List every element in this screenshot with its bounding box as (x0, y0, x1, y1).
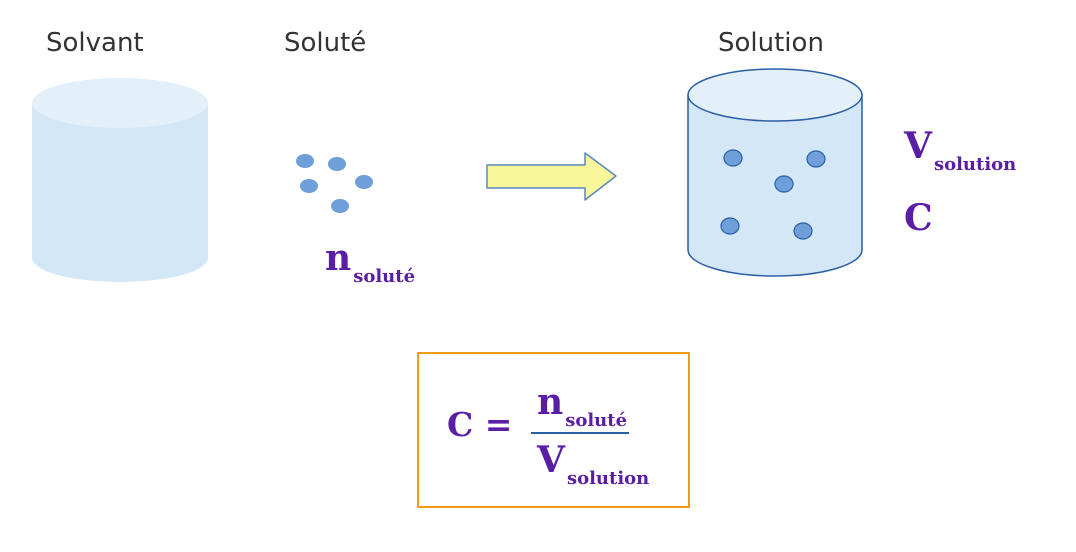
solute-particle (296, 154, 314, 168)
solution-particle (806, 150, 826, 168)
solvent-cylinder (32, 78, 208, 282)
formula-lhs: C = (447, 405, 513, 444)
n-symbol-sub: soluté (353, 266, 416, 287)
solution-label: Solution (718, 28, 824, 58)
solute-particle (328, 157, 346, 171)
solvent-label: Solvant (46, 28, 144, 58)
v-symbol-sub: solution (933, 154, 1017, 175)
c-symbol: C (904, 197, 933, 239)
solution-particle (774, 175, 794, 193)
formula-den-sub: solution (566, 468, 650, 489)
solution-cylinder (687, 68, 863, 277)
solute-particle (331, 199, 349, 213)
formula-num-main: n (537, 381, 564, 423)
v-symbol-main: V (904, 125, 932, 167)
solution-particle (723, 149, 743, 167)
solute-particles (296, 154, 373, 213)
fraction-bar (531, 432, 629, 434)
solute-particle (355, 175, 373, 189)
right-arrow-icon (486, 152, 617, 201)
solute-particle (300, 179, 318, 193)
n-symbol-main: n (325, 237, 352, 279)
formula-num-sub: soluté (565, 410, 628, 431)
solute-label: Soluté (284, 28, 367, 58)
solution-particle (720, 217, 740, 235)
formula-den-main: V (537, 439, 565, 481)
solution-particle (793, 222, 813, 240)
